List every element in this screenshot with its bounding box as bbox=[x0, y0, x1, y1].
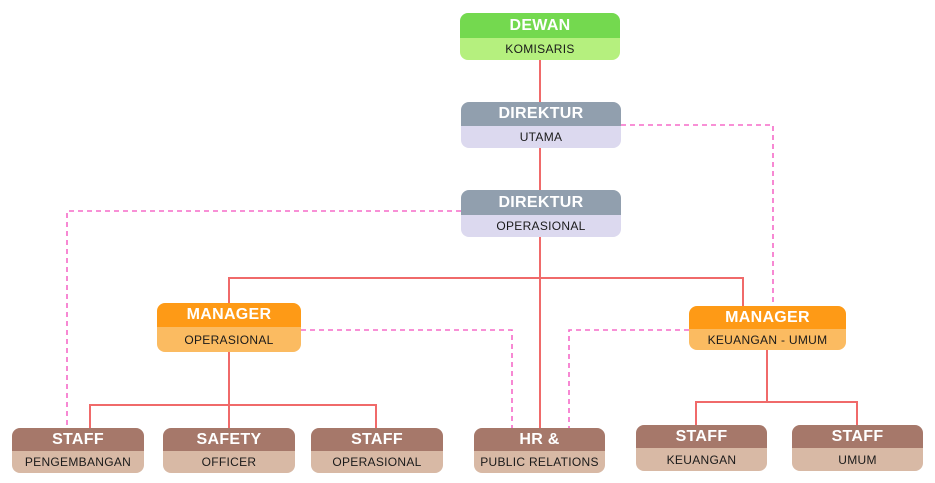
hr-public-relations-title: HR & bbox=[474, 428, 605, 451]
direktur-utama-title: DIREKTUR bbox=[461, 102, 621, 126]
direktur-operasional-box[interactable]: DIREKTUR OPERASIONAL bbox=[461, 190, 621, 237]
staff-umum-title: STAFF bbox=[792, 425, 923, 448]
staff-pengembangan-box[interactable]: STAFF PENGEMBANGAN bbox=[12, 428, 144, 473]
manager-keuangan-umum-subtitle: KEUANGAN - UMUM bbox=[689, 329, 846, 350]
manager-keuangan-umum-title: MANAGER bbox=[689, 306, 846, 329]
staff-umum-subtitle: UMUM bbox=[792, 448, 923, 471]
staff-operasional-subtitle: OPERASIONAL bbox=[311, 451, 443, 473]
dewan-komisaris-box[interactable]: DEWAN KOMISARIS bbox=[460, 13, 620, 60]
staff-keuangan-subtitle: KEUANGAN bbox=[636, 448, 767, 471]
dewan-subtitle: KOMISARIS bbox=[460, 38, 620, 60]
staff-pengembangan-title: STAFF bbox=[12, 428, 144, 451]
dashed-coordination-lines bbox=[66, 124, 774, 428]
manager-operasional-box[interactable]: MANAGER OPERASIONAL bbox=[157, 303, 301, 352]
staff-keuangan-box[interactable]: STAFF KEUANGAN bbox=[636, 425, 767, 471]
manager-operasional-subtitle: OPERASIONAL bbox=[157, 327, 301, 352]
solid-reporting-lines bbox=[89, 60, 858, 428]
manager-operasional-title: MANAGER bbox=[157, 303, 301, 327]
staff-keuangan-title: STAFF bbox=[636, 425, 767, 448]
hr-public-relations-box[interactable]: HR & PUBLIC RELATIONS bbox=[474, 428, 605, 473]
staff-pengembangan-subtitle: PENGEMBANGAN bbox=[12, 451, 144, 473]
safety-officer-box[interactable]: SAFETY OFFICER bbox=[163, 428, 295, 473]
direktur-utama-subtitle: UTAMA bbox=[461, 126, 621, 148]
staff-umum-box[interactable]: STAFF UMUM bbox=[792, 425, 923, 471]
manager-keuangan-umum-box[interactable]: MANAGER KEUANGAN - UMUM bbox=[689, 306, 846, 350]
safety-officer-title: SAFETY bbox=[163, 428, 295, 451]
safety-officer-subtitle: OFFICER bbox=[163, 451, 295, 473]
dewan-title: DEWAN bbox=[460, 13, 620, 38]
hr-public-relations-subtitle: PUBLIC RELATIONS bbox=[474, 451, 605, 473]
direktur-operasional-title: DIREKTUR bbox=[461, 190, 621, 215]
direktur-operasional-subtitle: OPERASIONAL bbox=[461, 215, 621, 237]
staff-operasional-title: STAFF bbox=[311, 428, 443, 451]
direktur-utama-box[interactable]: DIREKTUR UTAMA bbox=[461, 102, 621, 148]
staff-operasional-box[interactable]: STAFF OPERASIONAL bbox=[311, 428, 443, 473]
